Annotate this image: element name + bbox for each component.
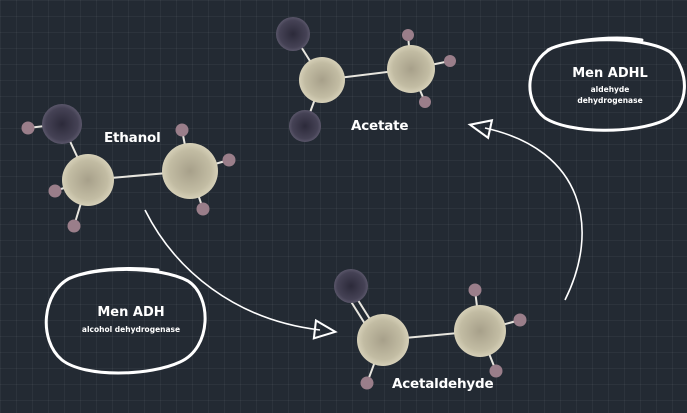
enzyme-adhl-full-line2: dehydrogenase — [577, 96, 643, 105]
enzyme-adhl-full-line1: aldehyde — [590, 85, 630, 94]
hydrogen-atom — [419, 96, 431, 108]
carbon-atom — [387, 45, 435, 93]
arrow-ethanol-to-acetaldehyde — [144, 209, 338, 340]
acetaldehyde-molecule — [334, 269, 527, 390]
ethanol-molecule — [21, 104, 236, 233]
hydrogen-atom — [222, 153, 236, 167]
hydrogen-atom — [175, 123, 189, 137]
label-acetaldehyde: Acetaldehyde — [392, 376, 494, 392]
hydrogen-atom — [444, 55, 456, 67]
carbon-atom — [357, 314, 409, 366]
hydrogen-atom — [67, 219, 81, 233]
enzyme-adhl-bubble — [528, 36, 686, 132]
carbon-atom — [299, 57, 345, 103]
oxygen-atom — [276, 17, 310, 51]
label-acetate: Acetate — [351, 118, 409, 134]
oxygen-atom — [289, 110, 321, 142]
enzyme-adh-bubble — [44, 266, 207, 375]
hydrogen-atom — [513, 313, 527, 327]
hydrogen-atom — [21, 121, 35, 135]
enzyme-adh-full: alcohol dehydrogenase — [81, 325, 181, 334]
oxygen-atom — [42, 104, 82, 144]
carbon-atom — [62, 154, 114, 206]
oxygen-atom — [334, 269, 368, 303]
hydrogen-atom — [489, 364, 503, 378]
enzyme-adh-name: Men ADH — [97, 305, 165, 320]
carbon-atom — [454, 305, 506, 357]
arrow-acetaldehyde-to-acetate — [467, 119, 583, 301]
label-ethanol: Ethanol — [104, 130, 161, 146]
carbon-atom — [162, 143, 218, 199]
hydrogen-atom — [196, 202, 210, 216]
hydrogen-atom — [360, 376, 374, 390]
hydrogen-atom — [468, 283, 482, 297]
hydrogen-atom — [402, 29, 414, 41]
enzyme-adhl-name: Men ADHL — [572, 66, 648, 81]
hydrogen-atom — [48, 184, 62, 198]
acetate-molecule — [276, 17, 456, 142]
